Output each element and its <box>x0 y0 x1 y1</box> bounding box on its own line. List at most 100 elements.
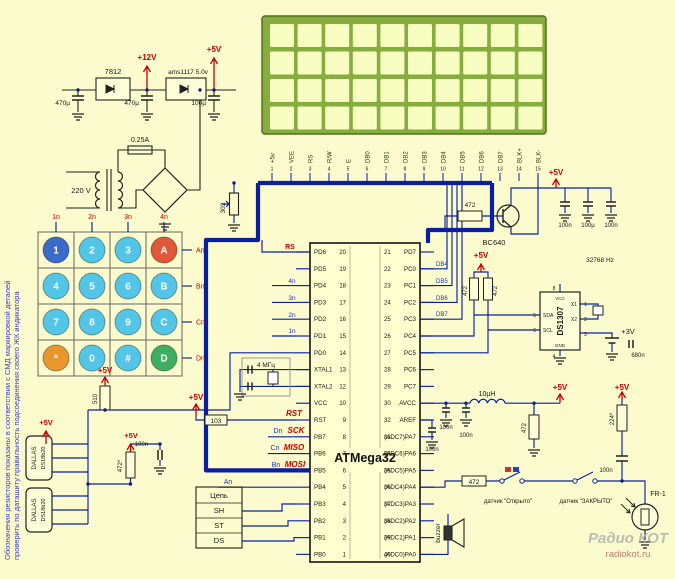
keypad-key-circle <box>42 272 70 300</box>
junction-dot <box>198 88 202 92</box>
resistor-472-scl <box>483 277 493 301</box>
lcd-cell <box>490 51 515 75</box>
side-note-line1: Обозначения резисторов показаны в соотве… <box>3 281 12 560</box>
junction-dot <box>464 401 468 405</box>
ground-icon <box>208 113 220 121</box>
label: An <box>224 479 233 486</box>
lcd-pin-number: 3 <box>309 167 312 173</box>
mcu-pin-number: 20 <box>339 250 346 256</box>
capacitor-plates <box>72 95 634 462</box>
mcu-pin-label: PC6 <box>404 367 417 374</box>
ground-icon <box>639 541 651 549</box>
mcu-pin-label: (ADC5)PA5 <box>384 467 416 474</box>
junction-dot <box>532 401 536 405</box>
keypad-key-label: 0 <box>89 354 95 365</box>
lcd-cell <box>408 106 432 130</box>
lcd-cell <box>380 24 405 47</box>
mcu-pin-number: 34 <box>384 452 391 458</box>
lcd-cell <box>435 24 460 47</box>
keypad-key-label: # <box>125 354 131 365</box>
mcu-pin-label: PB4 <box>314 484 326 491</box>
supply-arrow-icon <box>100 375 110 386</box>
rtc-crystal-label: 32768 Hz <box>586 257 614 264</box>
keypad-row-net: An <box>196 248 205 255</box>
keypad-row-net: Cn <box>196 320 205 327</box>
photoresistor-fr1 <box>620 497 659 531</box>
lcd-cell <box>352 79 377 102</box>
mcu-pin-number: 23 <box>384 284 391 290</box>
lcd-pin-label: DB2 <box>404 151 410 163</box>
mcu-pin-number: 32 <box>384 418 391 424</box>
lcd-pin-number: 6 <box>366 167 369 173</box>
watermark-url[interactable]: radiokot.ru <box>606 549 651 560</box>
keypad-key-circle <box>114 344 142 372</box>
mcu-pin-label: PB2 <box>314 518 326 525</box>
lcd-pin-number: 1 <box>271 167 274 173</box>
mcu-pin-label: (ADC4)PA4 <box>384 484 416 491</box>
label: 100n <box>599 468 612 474</box>
light-arrows-icon <box>620 497 636 514</box>
lcd-pin-number: 12 <box>478 167 484 173</box>
ground-icon <box>154 467 166 475</box>
mcu-pin-number: 30 <box>384 401 391 407</box>
junction-dot <box>86 482 90 486</box>
mcu-pin-number: 25 <box>384 317 391 323</box>
lcd-pin-number: 11 <box>459 167 464 173</box>
mcu-pin-number: 17 <box>339 300 346 306</box>
lcd-cell <box>380 106 405 130</box>
keypad-key-circle <box>78 308 106 336</box>
keypad-key-circle <box>78 272 106 300</box>
lcd-cell <box>352 51 377 75</box>
label: DB6 <box>436 296 448 302</box>
mcu-pin-number: 16 <box>339 317 346 323</box>
lcd-pin-label: DB6 <box>480 151 486 163</box>
supply-arrow-icon <box>551 177 561 188</box>
supply-arrow-icon <box>476 262 486 272</box>
lcd-cell <box>463 24 488 47</box>
bridge-rectifier <box>142 167 188 213</box>
lcd-cell <box>352 106 377 130</box>
keypad-key-circle <box>150 236 178 264</box>
lcd-pin-label: RS <box>309 155 315 163</box>
keypad-row-net: Bn <box>196 284 205 291</box>
mcu-pin-number: 12 <box>339 384 346 390</box>
fuse <box>127 145 153 155</box>
label: 100n <box>459 433 472 439</box>
mcu-pin-label: PC2 <box>404 299 417 306</box>
side-note-line2: проверить по даташиту правильность подсо… <box>12 291 21 560</box>
keypad-key-label: 7 <box>53 318 59 329</box>
lcd-cell <box>490 106 515 130</box>
mcu-pin-label: AVCC <box>399 400 416 407</box>
mcu-pin-number: 40 <box>384 552 391 558</box>
resistor-103 <box>204 414 228 426</box>
mcu-pin-label: PD3 <box>314 299 327 306</box>
lcd-cell <box>325 51 350 75</box>
label: 3 <box>584 332 587 338</box>
buzzer-label: buzzer <box>435 522 442 542</box>
mcu-pin-label: (ADC7)PA7 <box>384 434 416 441</box>
buzzer-icon <box>443 518 465 548</box>
mcu-pin-number: 18 <box>339 284 346 290</box>
keypad-col-net: 4n <box>160 214 168 221</box>
regulator1-label: 7812 <box>105 67 122 76</box>
isp-miso-label: MISO <box>284 443 305 452</box>
label: DB4 <box>436 262 448 268</box>
resistor-224star <box>616 404 628 432</box>
temp-sensor-2 <box>25 487 53 533</box>
lcd-pin-label: BLK- <box>537 150 543 163</box>
lcd-cell <box>270 79 294 102</box>
ground-icon <box>426 441 438 449</box>
watermark: Радио КОТ radiokot.ru <box>588 530 670 560</box>
resistor-472star <box>125 451 136 479</box>
lcd-pin-label: BLK+ <box>518 148 524 163</box>
lcd-cell <box>297 24 322 47</box>
power-section <box>62 77 236 213</box>
lcd-pin-label: DB3 <box>423 151 429 163</box>
label: GND <box>555 343 566 348</box>
shift-table-row: ST <box>214 521 224 530</box>
label: +5V <box>39 418 53 427</box>
mcu-pin-label: PD0 <box>314 350 327 357</box>
